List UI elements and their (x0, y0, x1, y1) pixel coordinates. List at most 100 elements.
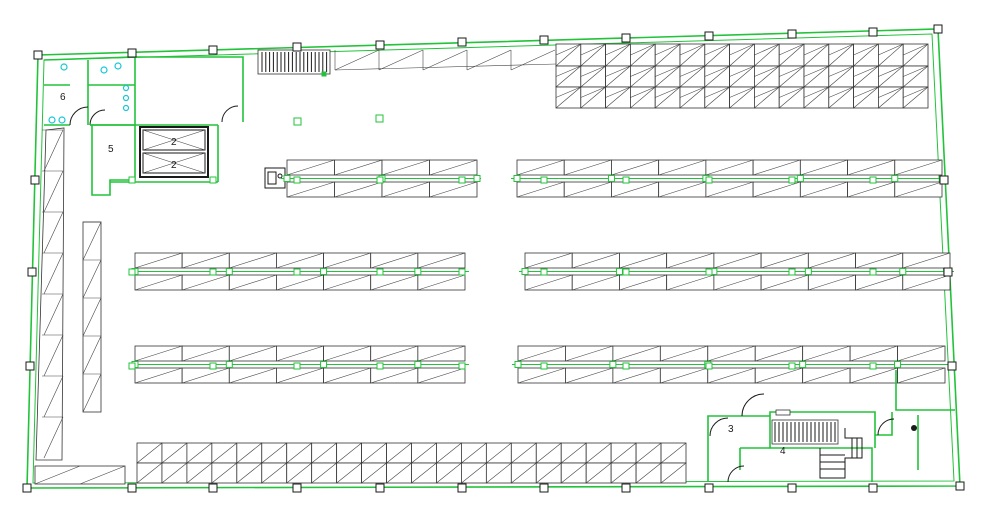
left-vertical-racks (34, 127, 126, 485)
storage-cell (411, 442, 437, 464)
column-marker (458, 176, 466, 184)
structural-columns (22, 24, 965, 493)
storage-cell (660, 462, 687, 484)
storage-cell (729, 65, 755, 88)
interior-markers (293, 71, 384, 126)
column-marker (292, 42, 302, 52)
storage-cell (555, 43, 582, 67)
column-marker (622, 268, 630, 276)
door-swing-icon (727, 465, 745, 483)
bottom-staircase-icon (771, 409, 839, 445)
toilet-icon (58, 116, 66, 124)
column-marker (540, 176, 548, 184)
storage-cell (853, 86, 879, 109)
storage-cell (560, 442, 587, 464)
column-marker (788, 268, 796, 276)
storage-cell (828, 65, 854, 88)
storage-cell (679, 86, 706, 109)
storage-cell (261, 462, 288, 484)
column-marker (209, 176, 217, 184)
storage-cell (161, 442, 188, 464)
column-marker (376, 176, 384, 184)
storage-cell (605, 65, 631, 88)
storage-cell (136, 442, 163, 464)
bottom-right-core: 3 4 (707, 393, 876, 483)
storage-cell (485, 442, 512, 464)
column-marker (30, 175, 40, 185)
storage-cell (535, 462, 562, 484)
storage-cell (754, 86, 780, 109)
storage-cell (605, 86, 631, 109)
storage-cell (853, 43, 879, 67)
rack-row (129, 252, 469, 291)
storage-cell (510, 442, 537, 464)
elevator-a-label: 2 (171, 137, 177, 148)
toilet-icon (122, 104, 130, 112)
column-marker (621, 33, 631, 43)
storage-cell (386, 442, 412, 464)
column-marker (128, 362, 136, 370)
storage-cell (635, 462, 662, 484)
storage-cell (560, 462, 587, 484)
storage-cell (485, 462, 512, 484)
left-wall-rack (35, 127, 65, 461)
column-marker (621, 483, 631, 493)
column-marker (705, 362, 713, 370)
column-marker (947, 361, 957, 371)
storage-cell (803, 43, 830, 67)
column-marker (787, 29, 797, 39)
storage-cell (361, 462, 387, 484)
column-marker (943, 267, 953, 277)
column-marker (869, 176, 877, 184)
storage-cell (211, 442, 238, 464)
sink-icon (100, 66, 108, 74)
column-marker (458, 268, 466, 276)
door-swing-icon (221, 105, 239, 123)
storage-cell (878, 65, 904, 88)
door-swing-icon (741, 393, 765, 417)
storage-cell (654, 43, 681, 67)
storage-cell (828, 43, 854, 67)
storage-cell (436, 442, 462, 464)
storage-cell (654, 65, 681, 88)
column-marker (376, 362, 384, 370)
column-marker (868, 27, 878, 37)
column-marker (457, 483, 467, 493)
column-marker (128, 176, 136, 184)
storage-cell (261, 442, 288, 464)
storage-cell (803, 86, 830, 109)
rack-rows (129, 159, 954, 384)
rack-row (519, 252, 954, 291)
storage-cell (754, 65, 780, 88)
column-marker (293, 362, 301, 370)
room-4-label: 4 (780, 446, 786, 457)
column-marker (209, 362, 217, 370)
storage-cell (704, 65, 730, 88)
sink-icon (114, 62, 122, 70)
column-marker (869, 362, 877, 370)
column-marker (27, 267, 37, 277)
column-marker (375, 483, 385, 493)
column-marker (869, 268, 877, 276)
column-marker (705, 176, 713, 184)
storage-cell (186, 442, 213, 464)
storage-cell (778, 86, 805, 109)
column-marker (127, 483, 137, 493)
room-6-label: 6 (60, 92, 66, 103)
column-marker (868, 483, 878, 493)
storage-cell (778, 65, 805, 88)
column-marker (955, 481, 965, 491)
storage-cell (635, 442, 662, 464)
storage-cell (161, 462, 188, 484)
column-marker (539, 35, 549, 45)
storage-cell (704, 43, 730, 67)
storage-cell (461, 462, 487, 484)
storage-cell (585, 442, 612, 464)
column-marker (787, 483, 797, 493)
column-marker (208, 483, 218, 493)
utility-rooms (875, 370, 955, 470)
storage-cell (704, 86, 730, 109)
toilet-icon (122, 84, 130, 92)
toilet-icon (122, 94, 130, 102)
